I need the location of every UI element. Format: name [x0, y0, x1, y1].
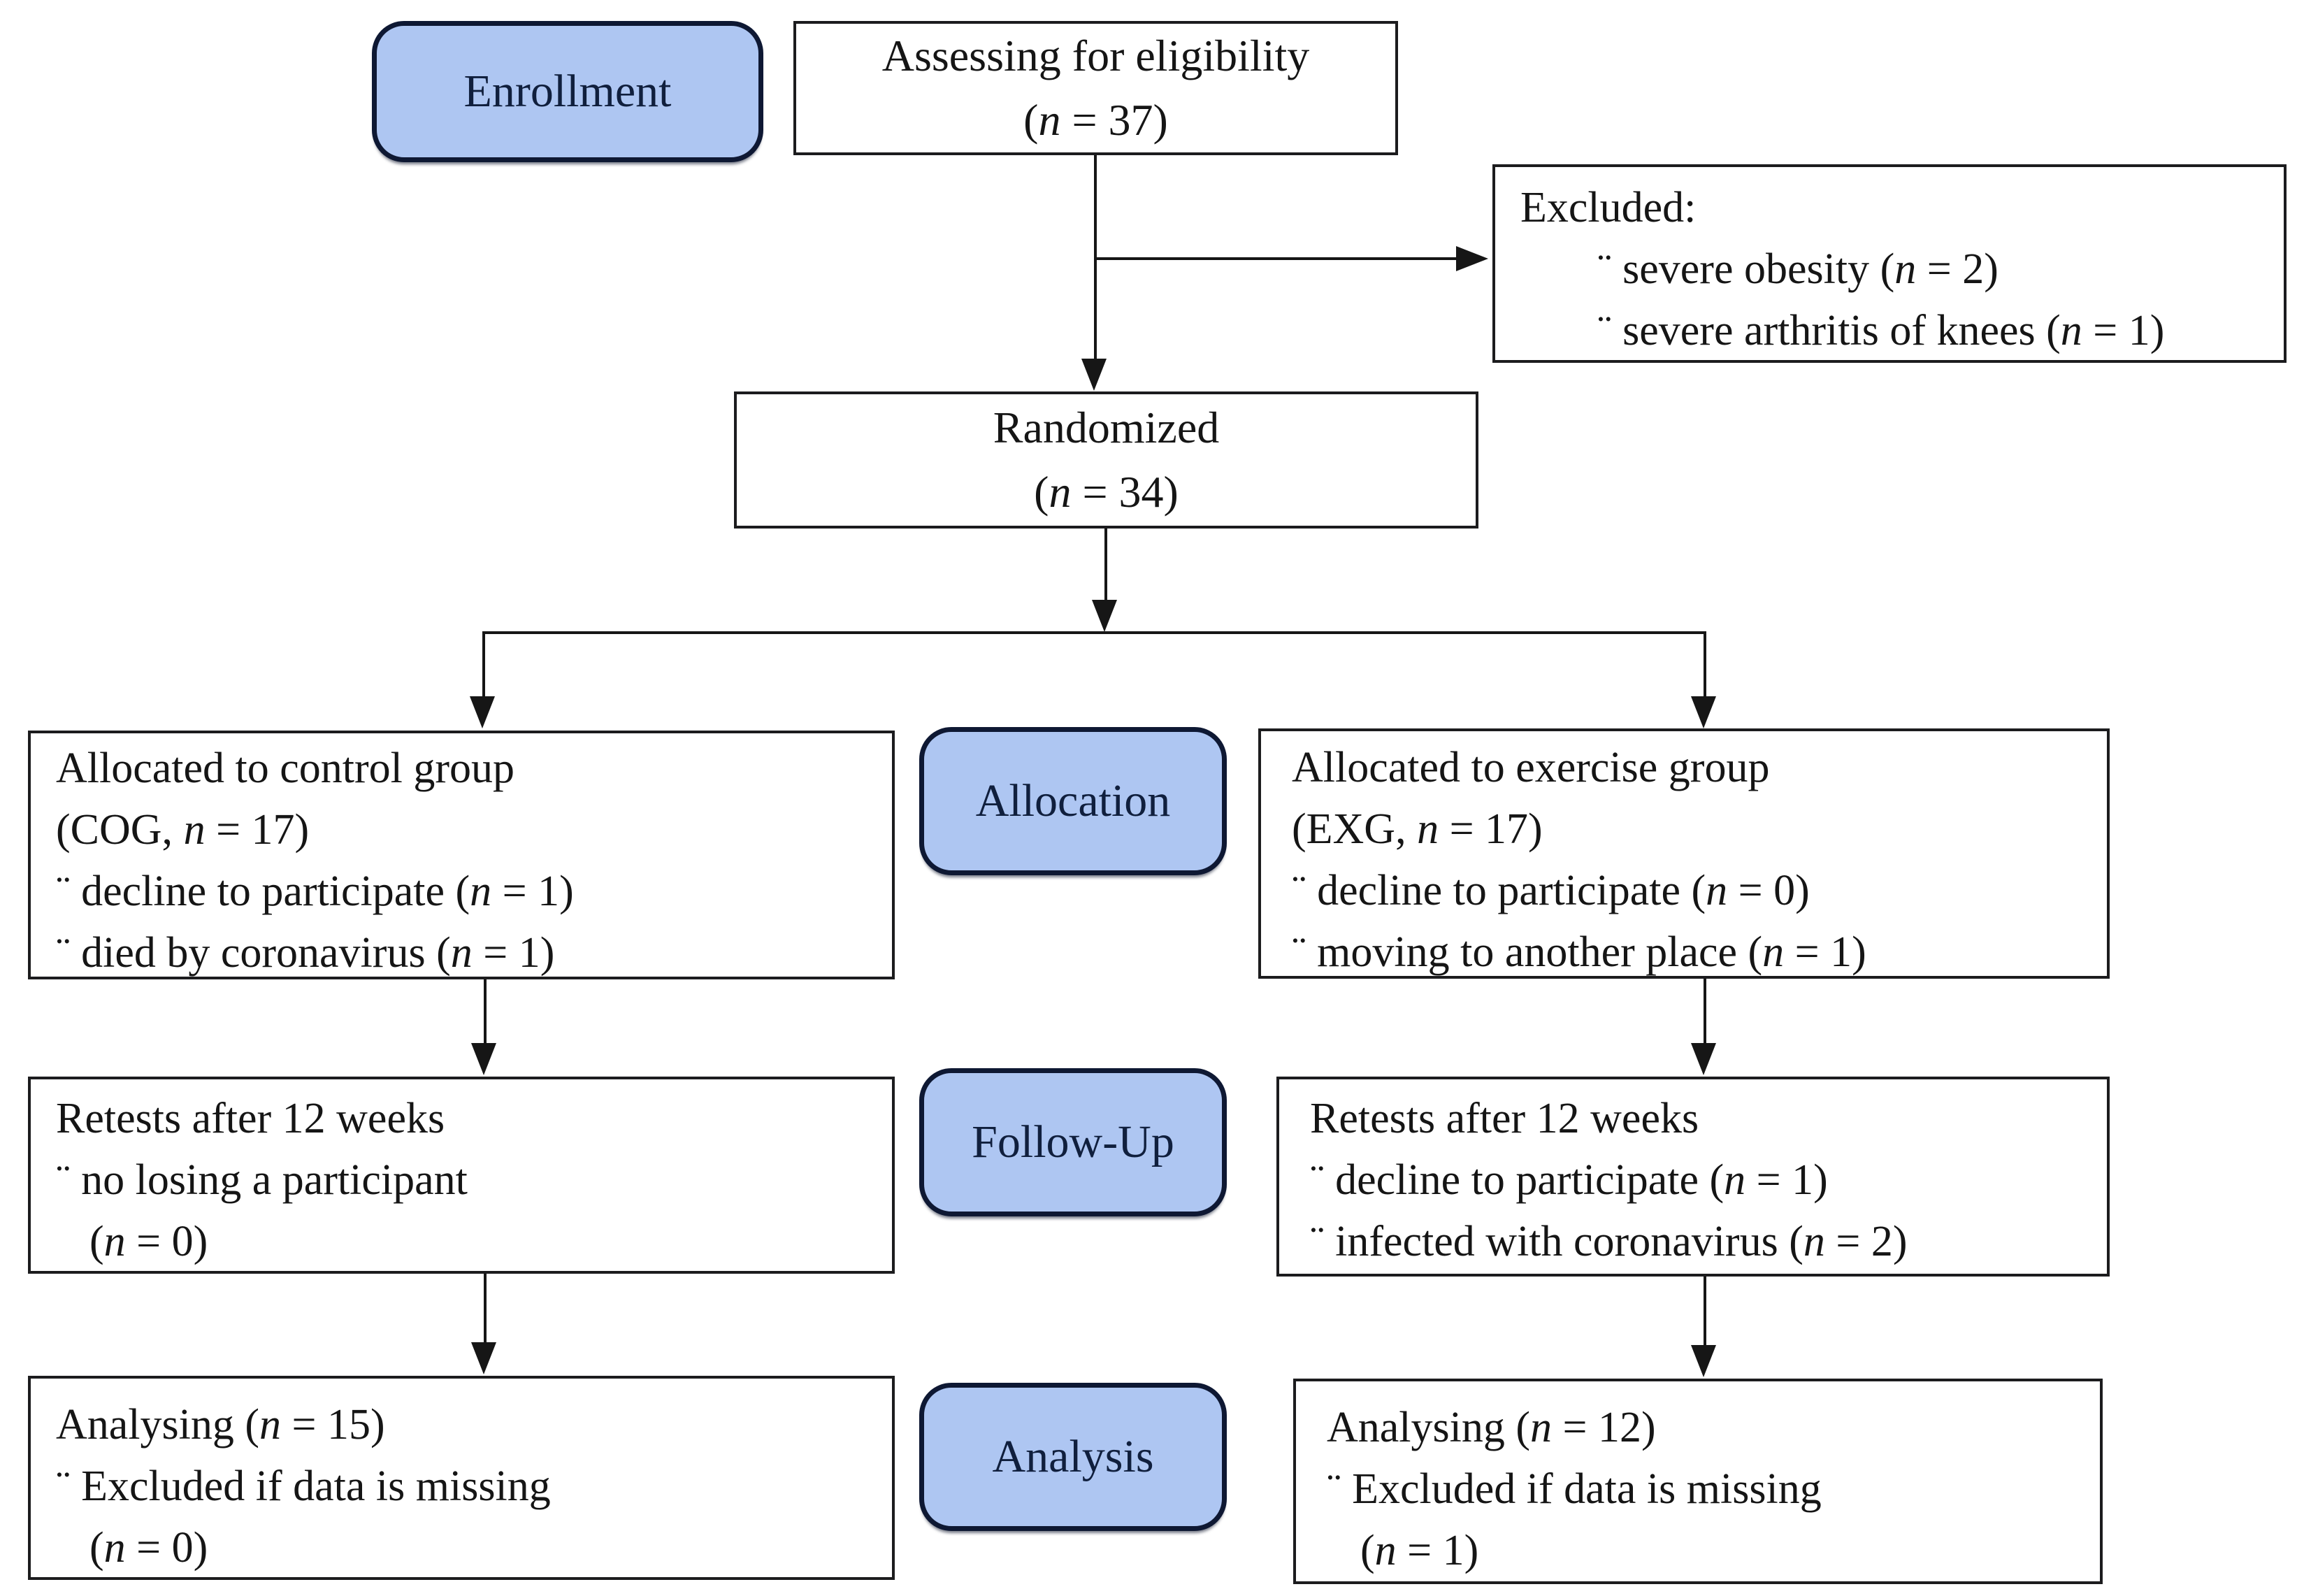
stage-box-follow-up: Follow-Up: [919, 1068, 1227, 1216]
box-line: Allocated to exercise group: [1292, 744, 1770, 791]
box-line: ¨ no losing a participant: [56, 1156, 468, 1204]
followup-exercise-box: Retests after 12 weeks ¨ decline to part…: [1276, 1077, 2110, 1277]
box-line: ¨ died by coronavirus (n = 1): [56, 929, 555, 977]
box-line: ¨ Excluded if data is missing: [1327, 1465, 1822, 1513]
box-line: Analysing (n = 15): [56, 1401, 385, 1448]
box-line: Randomized: [993, 403, 1220, 452]
box-line: Excluded:: [1520, 184, 1697, 231]
stage-box-analysis: Analysis: [919, 1383, 1227, 1531]
box-line: ¨ decline to participate (n = 0): [1292, 867, 1810, 914]
box-line: ¨ Excluded if data is missing: [56, 1462, 551, 1510]
connector-control-followup-to-analysis: [484, 1274, 487, 1344]
connector-control-alloc-to-followup: [484, 979, 487, 1044]
box-line: ¨ moving to another place (n = 1): [1292, 928, 1866, 976]
arrowhead-down-icon: [1691, 1345, 1716, 1377]
box-line: (n = 1): [1360, 1527, 1479, 1574]
arrowhead-down-icon: [1691, 696, 1716, 728]
arrowhead-down-icon: [470, 696, 495, 728]
arrowhead-down-icon: [1691, 1043, 1716, 1075]
split-bar: [482, 631, 1706, 634]
stage-label-enrollment: Enrollment: [463, 66, 672, 117]
box-line: ¨ severe obesity (n = 2): [1597, 245, 1999, 293]
arrowhead-down-icon: [471, 1043, 496, 1075]
analysis-control-box: Analysing (n = 15) ¨ Excluded if data is…: [28, 1376, 895, 1580]
box-line: Allocated to control group: [56, 745, 514, 792]
box-line: Analysing (n = 12): [1327, 1404, 1656, 1451]
connector-exercise-alloc-to-followup: [1704, 979, 1706, 1044]
allocated-exercise-box: Allocated to exercise group (EXG, n = 17…: [1258, 728, 2110, 979]
box-line: ¨ infected with coronavirus (n = 2): [1310, 1218, 1908, 1265]
box-line: (EXG, n = 17): [1292, 805, 1543, 853]
arrowhead-down-icon: [1081, 359, 1107, 391]
connector-exercise-followup-to-analysis: [1704, 1277, 1706, 1346]
box-line: (n = 0): [89, 1524, 208, 1572]
stage-box-enrollment: Enrollment: [372, 21, 763, 162]
connector-to-excluded: [1094, 257, 1457, 260]
box-line: Assessing for eligibility: [881, 31, 1310, 80]
followup-control-box: Retests after 12 weeks ¨ no losing a par…: [28, 1077, 895, 1274]
connector-split-to-control: [482, 631, 485, 697]
box-line: (n = 37): [1023, 95, 1168, 145]
box-line: (n = 34): [1034, 467, 1179, 517]
box-line: ¨ decline to participate (n = 1): [56, 868, 574, 915]
box-line: ¨ severe arthritis of knees (n = 1): [1597, 307, 2165, 354]
stage-box-allocation: Allocation: [919, 727, 1227, 875]
arrowhead-down-icon: [471, 1342, 496, 1374]
connector-split-to-exercise: [1704, 631, 1706, 697]
box-line: Retests after 12 weeks: [56, 1095, 445, 1142]
excluded-box: Excluded: ¨ severe obesity (n = 2) ¨ sev…: [1492, 164, 2287, 363]
randomized-box: Randomized (n = 34): [734, 391, 1478, 529]
arrowhead-down-icon: [1092, 600, 1117, 632]
allocated-control-box: Allocated to control group (COG, n = 17)…: [28, 731, 895, 979]
box-line: (n = 0): [89, 1218, 208, 1265]
assessing-eligibility-box: Assessing for eligibility (n = 37): [793, 21, 1398, 155]
analysis-exercise-box: Analysing (n = 12) ¨ Excluded if data is…: [1293, 1379, 2103, 1584]
stage-label-analysis: Analysis: [992, 1431, 1154, 1482]
stage-label-follow-up: Follow-Up: [972, 1116, 1174, 1167]
box-line: (COG, n = 17): [56, 806, 310, 854]
arrowhead-right-icon: [1456, 246, 1488, 271]
box-line: Retests after 12 weeks: [1310, 1095, 1699, 1142]
stage-label-allocation: Allocation: [975, 775, 1171, 826]
box-line: ¨ decline to participate (n = 1): [1310, 1156, 1828, 1204]
connector-randomized-to-split: [1104, 529, 1107, 601]
